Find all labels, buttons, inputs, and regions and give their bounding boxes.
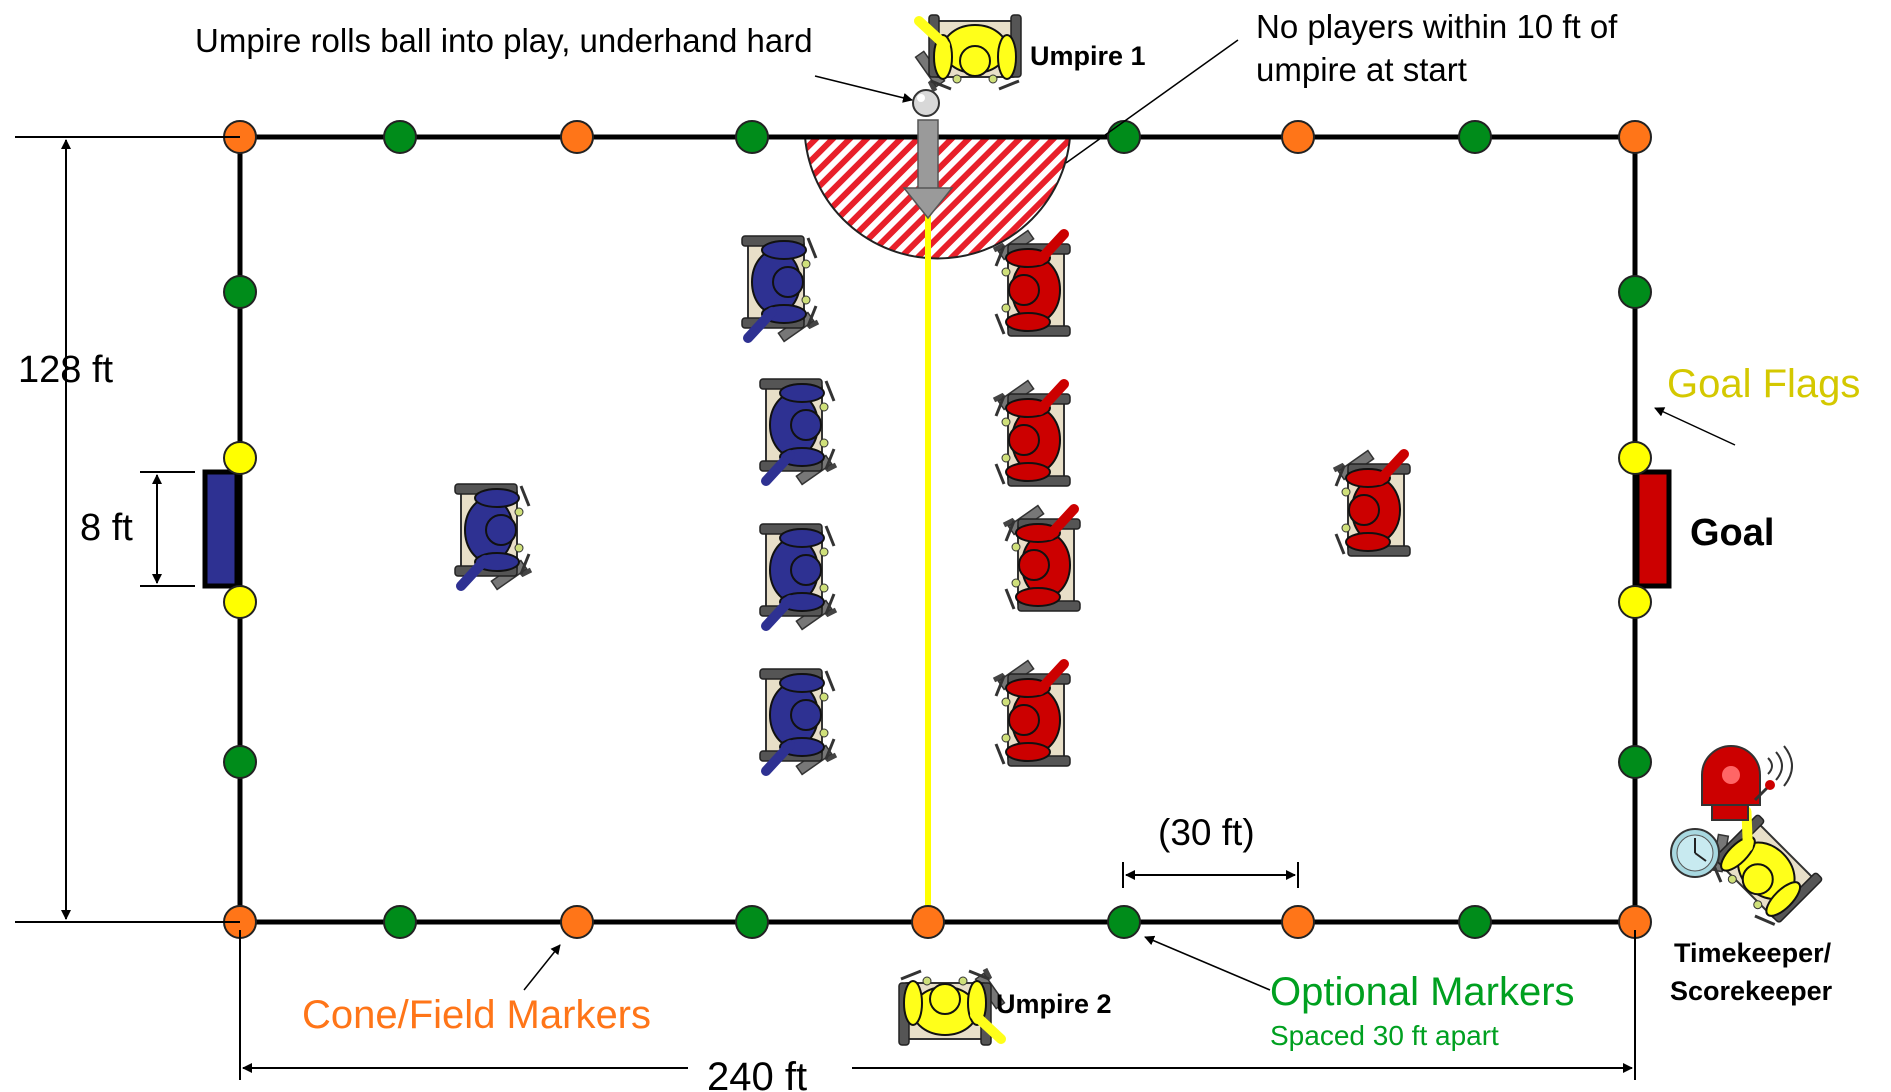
cone-marker [560,905,594,939]
spacing-dimension-label: (30 ft) [1158,812,1255,853]
cone-marker [1618,120,1652,154]
optional-marker [735,905,769,939]
clock-icon [1670,828,1720,878]
optional-marker [1107,120,1141,154]
umpire-1-icon [916,15,1021,91]
ball-icon [912,89,940,117]
height-dimension-label: 128 ft [18,349,114,391]
goal-flag [223,585,257,619]
optional-markers-label: Optional Markers [1270,970,1575,1014]
umpire-roll-label: Umpire rolls ball into play, underhand h… [195,22,813,59]
blue-player-icon [455,484,531,589]
blue-player-icon [760,669,836,774]
length-dimension-label: 240 ft [707,1055,807,1092]
optional-marker [383,905,417,939]
optional-marker [223,275,257,309]
red-player-icon [994,231,1070,336]
red-player-icon [994,381,1070,486]
goal-flag [1618,441,1652,475]
optional-marker [1458,120,1492,154]
timekeeper-label-line2: Scorekeeper [1670,976,1833,1006]
no-players-label-line1: No players within 10 ft of [1256,8,1618,45]
goal-flag [1618,585,1652,619]
bell-icon [1701,745,1793,821]
players [455,231,1410,775]
blue-player-icon [760,379,836,484]
blue-player-icon [760,524,836,629]
red-player-icon [994,661,1070,766]
cone-marker [1281,905,1315,939]
no-players-label-line2: umpire at start [1256,51,1467,88]
goal-flag [223,441,257,475]
cone-marker [911,905,945,939]
optional-marker [735,120,769,154]
umpire-2-label: Umpire 2 [996,989,1112,1019]
red-player-icon [1334,451,1410,556]
umpire-2-icon [899,969,1004,1045]
optional-spacing-label: Spaced 30 ft apart [1270,1020,1499,1051]
goal-label: Goal [1690,512,1774,554]
labels: Umpire rolls ball into play, underhand h… [18,8,1860,1092]
optional-marker [1618,275,1652,309]
umpire-1-label: Umpire 1 [1030,41,1146,71]
optional-marker [1107,905,1141,939]
optional-marker [1458,905,1492,939]
goal-left [202,469,240,589]
red-player-icon [1004,506,1080,611]
blue-player-icon [742,236,818,341]
cone-marker [560,120,594,154]
optional-marker [383,120,417,154]
timekeeper-label-line1: Timekeeper/ [1674,938,1832,968]
dimension-lines [15,136,1636,1080]
optional-marker [1618,745,1652,779]
ball-roll-arrow [902,119,954,220]
cone-marker [1281,120,1315,154]
leader-arrows [523,39,1736,991]
optional-marker [223,745,257,779]
goal-flags-label: Goal Flags [1667,362,1860,406]
goal-right [1634,469,1672,589]
field-markers [223,120,1652,939]
goal-width-dimension-label: 8 ft [80,507,133,549]
cone-markers-label: Cone/Field Markers [302,993,651,1037]
